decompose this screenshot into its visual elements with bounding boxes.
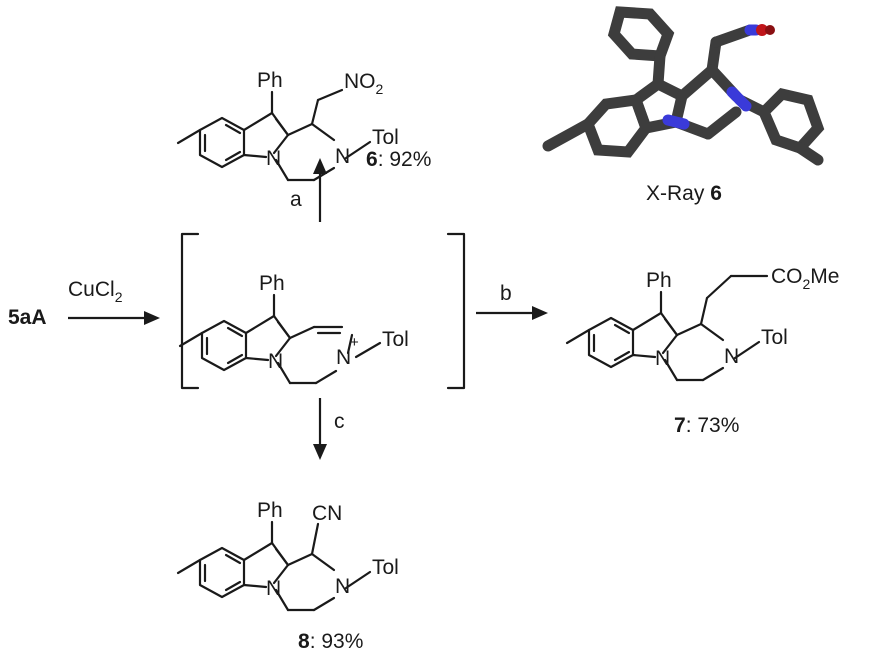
n-atom-label: N — [335, 145, 350, 168]
tol-label: Tol — [382, 328, 409, 351]
product-8-yield: 8: 93% — [298, 630, 363, 653]
condition-c-label: c — [334, 410, 345, 433]
left-bracket — [180, 232, 200, 390]
n-indole-label: N — [266, 577, 281, 600]
ph-label: Ph — [259, 272, 285, 295]
arrow-c-head — [313, 444, 327, 460]
tol-label: Tol — [372, 126, 399, 149]
tol-label: Tol — [372, 556, 399, 579]
co2me-label: CO2Me — [771, 265, 839, 292]
catalyst-label: CuCl2 — [68, 278, 123, 305]
no2-label: NO2 — [344, 70, 384, 97]
ph-label: Ph — [257, 69, 283, 92]
ph-label: Ph — [257, 499, 283, 522]
condition-a-label: a — [290, 188, 302, 211]
arrow-a-head — [313, 158, 327, 174]
n-atom-label: N — [336, 346, 351, 369]
plus-charge-label: + — [350, 334, 359, 351]
n-atom-label: N — [724, 345, 739, 368]
condition-b-label: b — [500, 282, 512, 305]
product-6-structure: Ph N N Tol NO2 — [176, 69, 399, 182]
xray-caption: X-Ray 6 — [646, 182, 722, 205]
iminium-intermediate-structure: Ph N N + Tol — [178, 272, 409, 385]
n-indole-label: N — [655, 347, 670, 370]
arrow-b-head — [532, 306, 548, 320]
product-7-yield: 7: 73% — [674, 414, 739, 437]
product-8-structure: Ph N N Tol CN — [176, 499, 399, 612]
product-7-structure: Ph N N Tol CO2Me — [565, 265, 839, 382]
arrow-cucl2-head — [144, 311, 160, 325]
start-compound-label: 5aA — [8, 306, 47, 329]
n-atom-label: N — [335, 575, 350, 598]
product-6-yield: 6: 92% — [366, 148, 431, 171]
ph-label: Ph — [646, 269, 672, 292]
tol-label: Tol — [761, 326, 788, 349]
cn-label: CN — [312, 502, 342, 525]
right-bracket — [446, 232, 466, 390]
n-indole-label: N — [266, 147, 281, 170]
n-indole-label: N — [268, 350, 283, 373]
xray-structure-model — [542, 6, 825, 166]
